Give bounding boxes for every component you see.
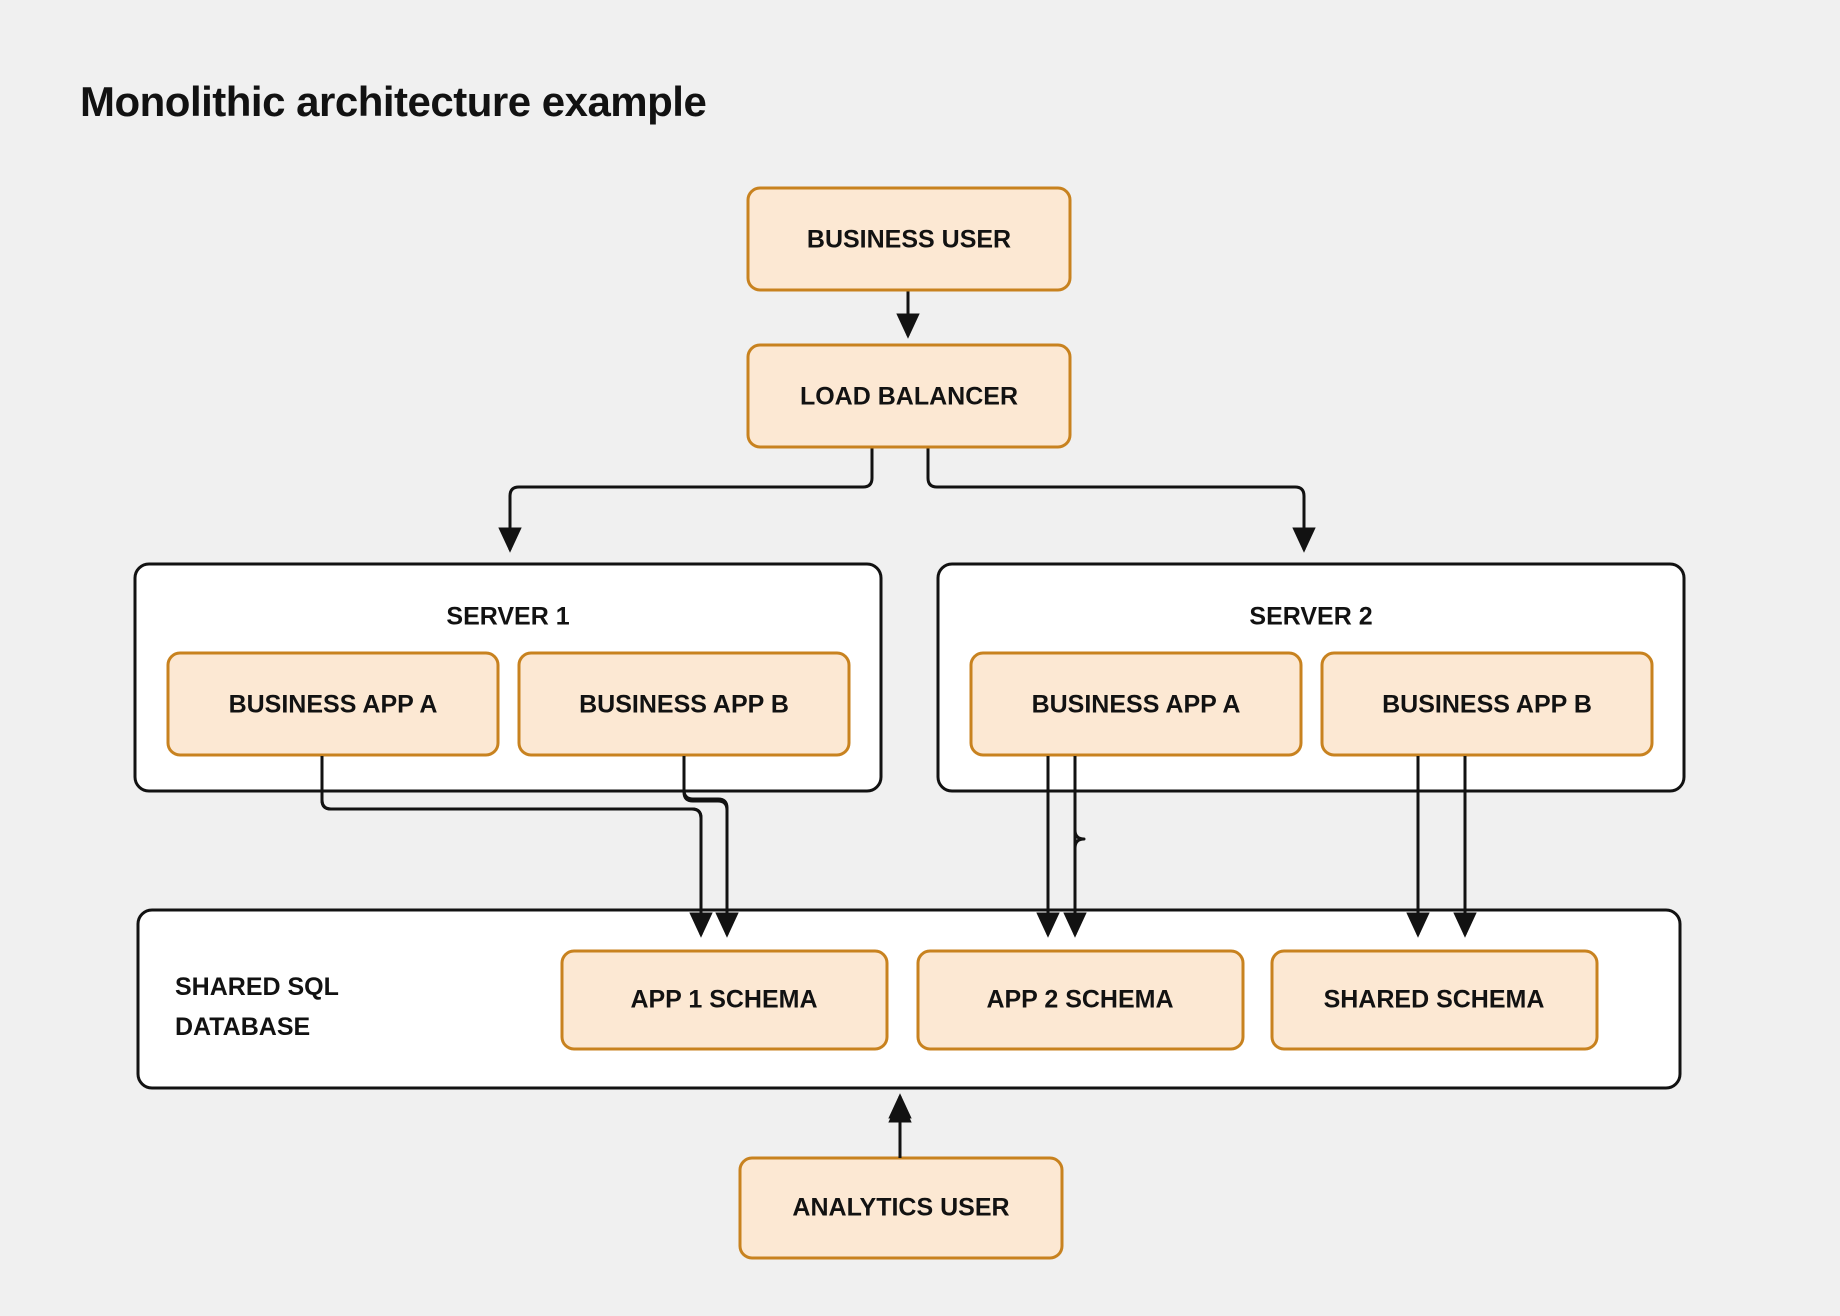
- node-app-1-schema-label: APP 1 SCHEMA: [630, 986, 817, 1014]
- server-1-title: SERVER 1: [446, 603, 569, 631]
- connector-s1appb-leg: [682, 756, 739, 938]
- node-server1-app-b-label: BUSINESS APP B: [579, 691, 789, 719]
- node-server2-app-b[interactable]: BUSINESS APP B: [1320, 651, 1654, 757]
- connector-s1appa-leg: [320, 756, 713, 938]
- database-title-line2: DATABASE: [175, 1013, 310, 1041]
- node-load-balancer[interactable]: LOAD BALANCER: [746, 343, 1072, 449]
- node-shared-schema-label: SHARED SCHEMA: [1324, 986, 1545, 1014]
- node-business-user-label: BUSINESS USER: [807, 226, 1011, 254]
- node-analytics-user[interactable]: ANALYTICS USER: [738, 1156, 1064, 1260]
- node-server2-app-b-label: BUSINESS APP B: [1382, 691, 1592, 719]
- node-load-balancer-label: LOAD BALANCER: [800, 383, 1018, 411]
- node-app-2-schema-label: APP 2 SCHEMA: [986, 986, 1173, 1014]
- container-shared-sql-database[interactable]: SHARED SQL DATABASE APP 1 SCHEMA APP 2 S…: [136, 908, 1682, 1090]
- node-analytics-user-label: ANALYTICS USER: [792, 1194, 1009, 1222]
- connector-lb-to-server1: [498, 448, 874, 553]
- database-title-line1: SHARED SQL: [175, 973, 339, 1001]
- node-server2-app-a-label: BUSINESS APP A: [1032, 691, 1241, 719]
- node-server1-app-b[interactable]: BUSINESS APP B: [517, 651, 851, 757]
- node-app-1-schema[interactable]: APP 1 SCHEMA: [560, 949, 889, 1051]
- node-server1-app-a[interactable]: BUSINESS APP A: [166, 651, 500, 757]
- server-2-title: SERVER 2: [1249, 603, 1372, 631]
- page-title: Monolithic architecture example: [80, 78, 707, 125]
- container-server-1[interactable]: SERVER 1 BUSINESS APP A BUSINESS APP B: [133, 562, 883, 793]
- node-server2-app-a[interactable]: BUSINESS APP A: [969, 651, 1303, 757]
- node-app-2-schema[interactable]: APP 2 SCHEMA: [916, 949, 1245, 1051]
- container-server-2[interactable]: SERVER 2 BUSINESS APP A BUSINESS APP B: [936, 562, 1686, 793]
- node-business-user[interactable]: BUSINESS USER: [746, 186, 1072, 292]
- node-shared-schema[interactable]: SHARED SCHEMA: [1270, 949, 1599, 1051]
- node-server1-app-a-label: BUSINESS APP A: [229, 691, 438, 719]
- connector-lb-to-server2: [926, 448, 1316, 553]
